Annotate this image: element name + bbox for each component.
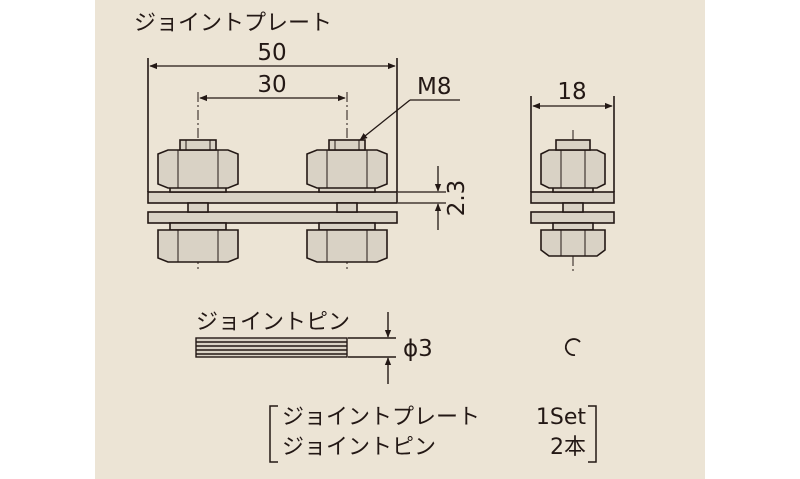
dim-label-thickness: 2.3 (444, 180, 470, 217)
dim-label-18: 18 (557, 79, 586, 105)
set-list-right-bracket (588, 405, 597, 463)
bolt-right-shank (336, 202, 358, 213)
upper-plate (147, 191, 398, 204)
side-hexnut-top (540, 149, 606, 189)
pin-title: ジョイントピン (196, 310, 350, 335)
set-list-row-1-qty: 1Set (536, 405, 586, 430)
joint-pin-view (195, 312, 581, 384)
bolt-left (157, 139, 239, 263)
bolt-left-hexnut-bottom (157, 229, 239, 263)
side-hexnut-bottom (540, 229, 606, 257)
pin-diameter-label: ϕ3 (403, 336, 433, 362)
bolt-right-thread-top (328, 139, 366, 151)
side-upper-plate (530, 191, 615, 204)
bolt-left-washer-bottom (169, 222, 227, 231)
bolt-right-hexnut-top (306, 149, 388, 189)
plate-front-view (147, 58, 398, 270)
plate-side-view (530, 96, 615, 272)
set-list-row-2-qty: 2本 (550, 435, 586, 460)
pin-end-view (564, 338, 581, 356)
dim-label-30: 30 (257, 72, 286, 98)
bolt-right-hexnut-bottom (306, 229, 388, 263)
front-dimensions (149, 62, 460, 230)
plate-title: ジョイントプレート (134, 11, 332, 36)
bolt-left-hexnut-top (157, 149, 239, 189)
set-list-row-1-name: ジョイントプレート (282, 405, 480, 430)
lower-plate (147, 211, 398, 224)
dim-label-50: 50 (257, 40, 286, 66)
bolt-size-label: M8 (417, 74, 451, 100)
m8-leader (359, 99, 411, 141)
set-list-left-bracket (269, 405, 278, 463)
set-list-row-2-name: ジョイントピン (282, 435, 436, 460)
bolt-left-shank (187, 202, 209, 213)
bolt-right (306, 139, 388, 263)
joint-pin-body (195, 337, 348, 358)
set-list-brackets (269, 405, 597, 463)
bolt-left-thread-top (179, 139, 217, 151)
bolt-right-washer-bottom (318, 222, 376, 231)
side-lower-plate (530, 211, 615, 224)
